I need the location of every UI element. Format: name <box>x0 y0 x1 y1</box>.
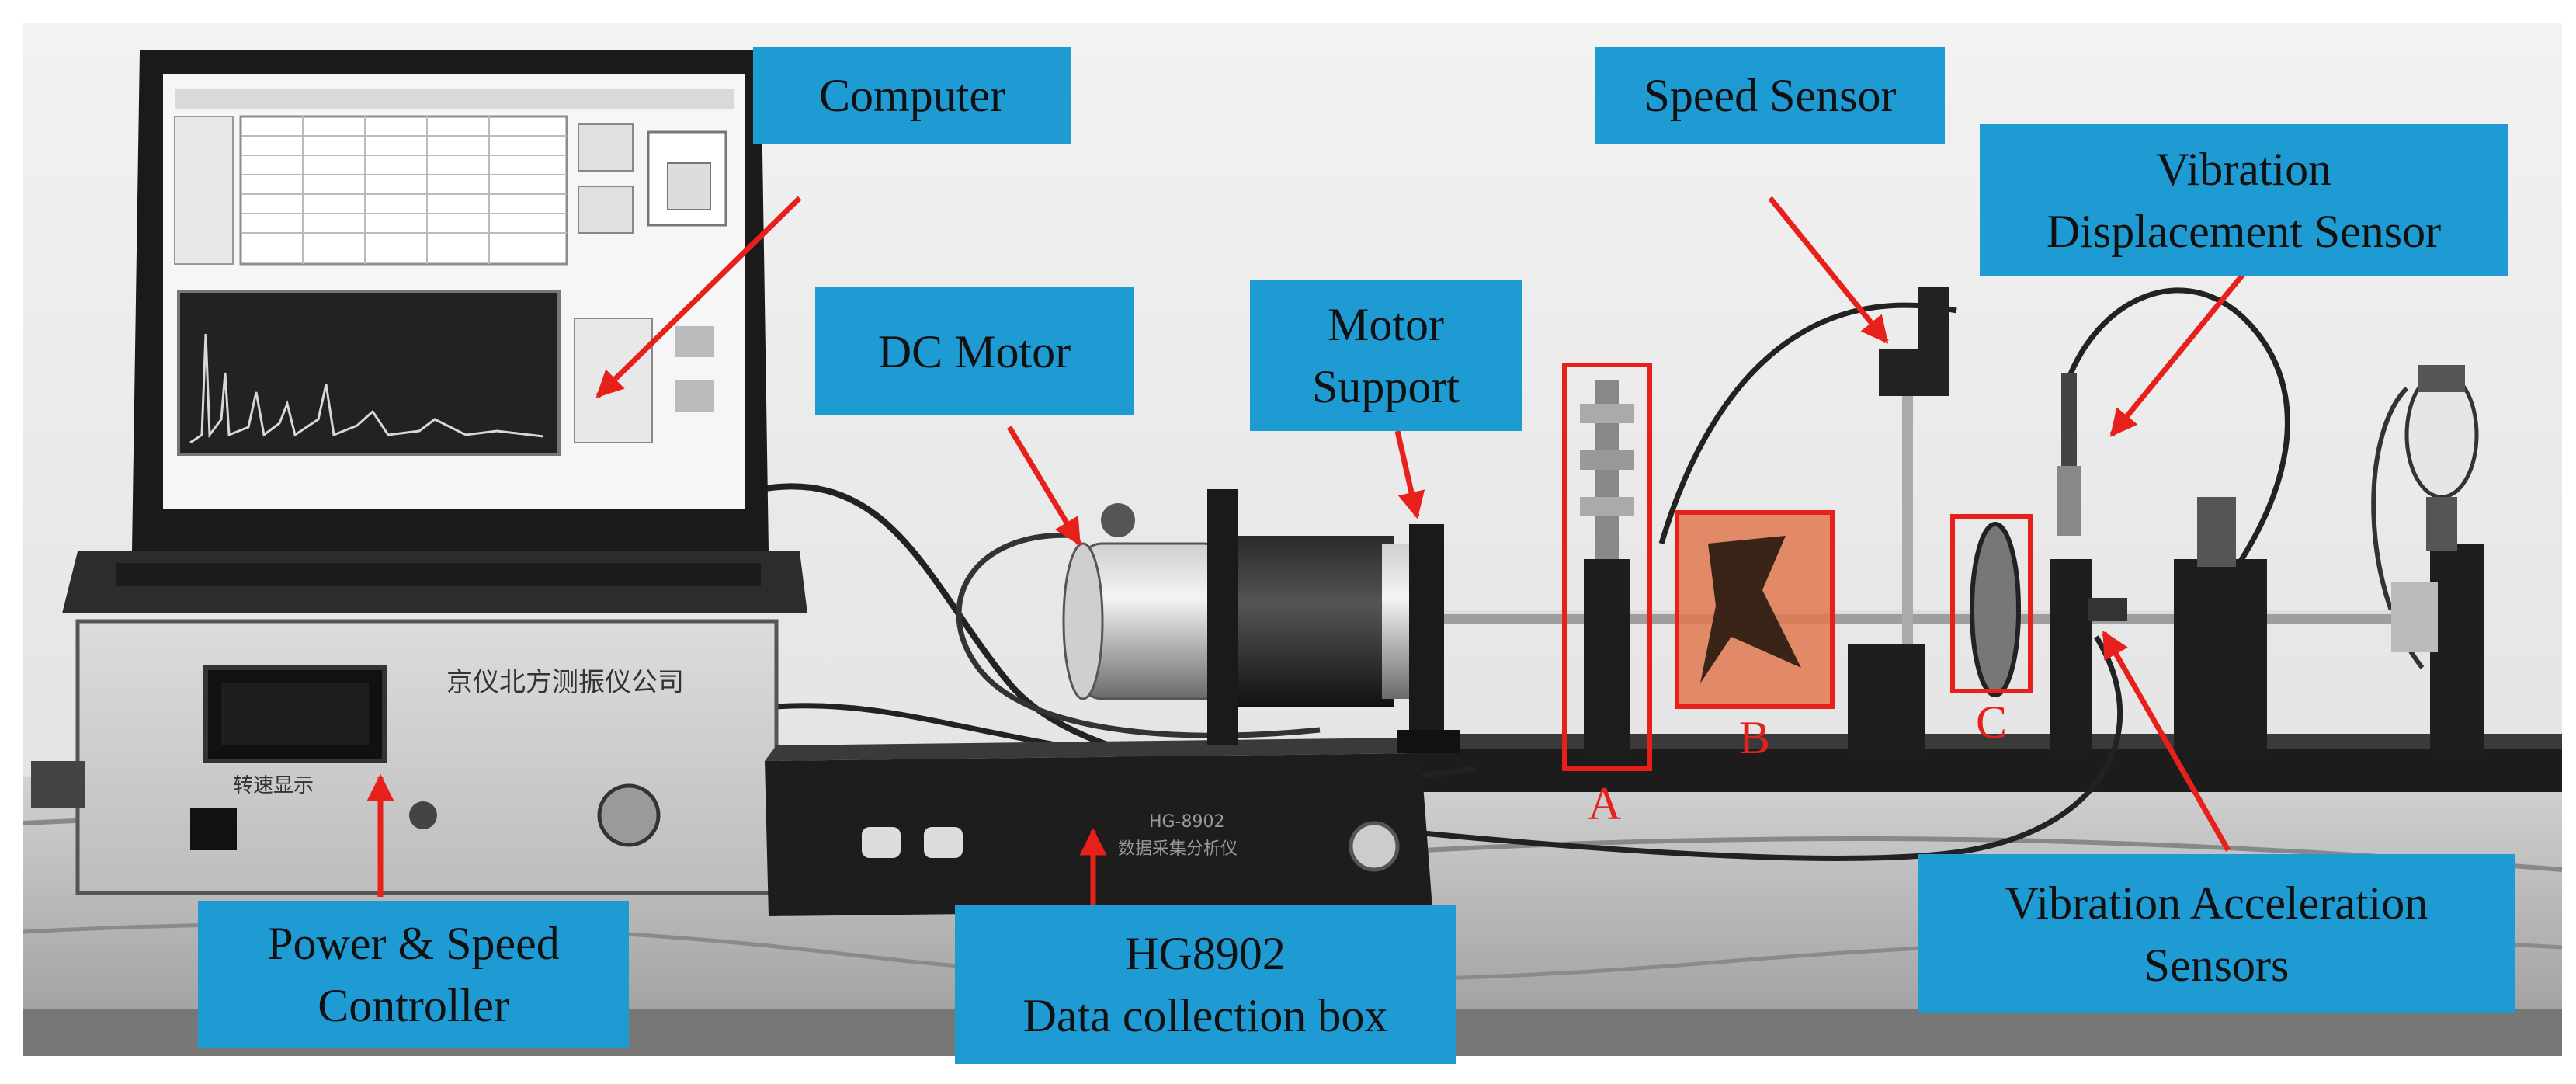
box-name-text: 数据采集分析仪 <box>1118 839 1238 859</box>
speed-display-text: 转速显示 <box>233 774 314 797</box>
highlight-box-b <box>1675 510 1835 709</box>
displacement-sensor-mount <box>2050 373 2127 753</box>
label-hg8902-data-box: HG8902 Data collection box <box>955 905 1456 1064</box>
label-dc-motor: DC Motor <box>815 287 1134 415</box>
highlight-box-a <box>1562 363 1652 771</box>
end-support <box>2430 544 2484 753</box>
marker-a: A <box>1588 778 1622 829</box>
arrow-motor-support <box>1394 430 1425 519</box>
label-vibration-displacement-sensor: Vibration Displacement Sensor <box>1980 124 2508 276</box>
disc-c <box>1970 522 2021 697</box>
bearing-support-a <box>1580 380 1634 753</box>
speed-knob <box>597 783 661 847</box>
arrow-speed-sensor <box>1768 196 1889 344</box>
data-collection-box: HG-8902 数据采集分析仪 <box>765 738 1432 916</box>
arrow-computer <box>595 196 802 398</box>
arrow-displacement <box>2109 262 2254 437</box>
box-model-text: HG-8902 <box>1149 812 1225 832</box>
controller-brand-text: 京仪北方测振仪公司 <box>446 667 684 698</box>
label-computer: Computer <box>753 47 1071 144</box>
highlight-box-c <box>1950 514 2033 693</box>
label-power-speed-controller: Power & Speed Controller <box>198 901 629 1048</box>
dc-motor <box>1062 489 1429 745</box>
arrow-dc-motor <box>1006 426 1082 547</box>
marker-c: C <box>1976 697 2008 748</box>
arrow-accel-sensor <box>2101 630 2231 852</box>
rotor-disc-b <box>1677 512 1832 707</box>
power-speed-controller: 京仪北方测振仪公司 转速显示 <box>31 619 779 895</box>
marker-b: B <box>1739 712 1771 763</box>
oil-cup <box>2404 365 2479 551</box>
motor-support-block <box>1409 524 1444 749</box>
bearing-support-right <box>2174 559 2267 753</box>
label-speed-sensor: Speed Sensor <box>1595 47 1945 144</box>
laptop <box>62 50 807 613</box>
label-motor-support: Motor Support <box>1250 280 1522 431</box>
label-vibration-acceleration-sensors: Vibration Acceleration Sensors <box>1918 854 2515 1013</box>
speed-sensor-stand <box>1848 287 1949 753</box>
